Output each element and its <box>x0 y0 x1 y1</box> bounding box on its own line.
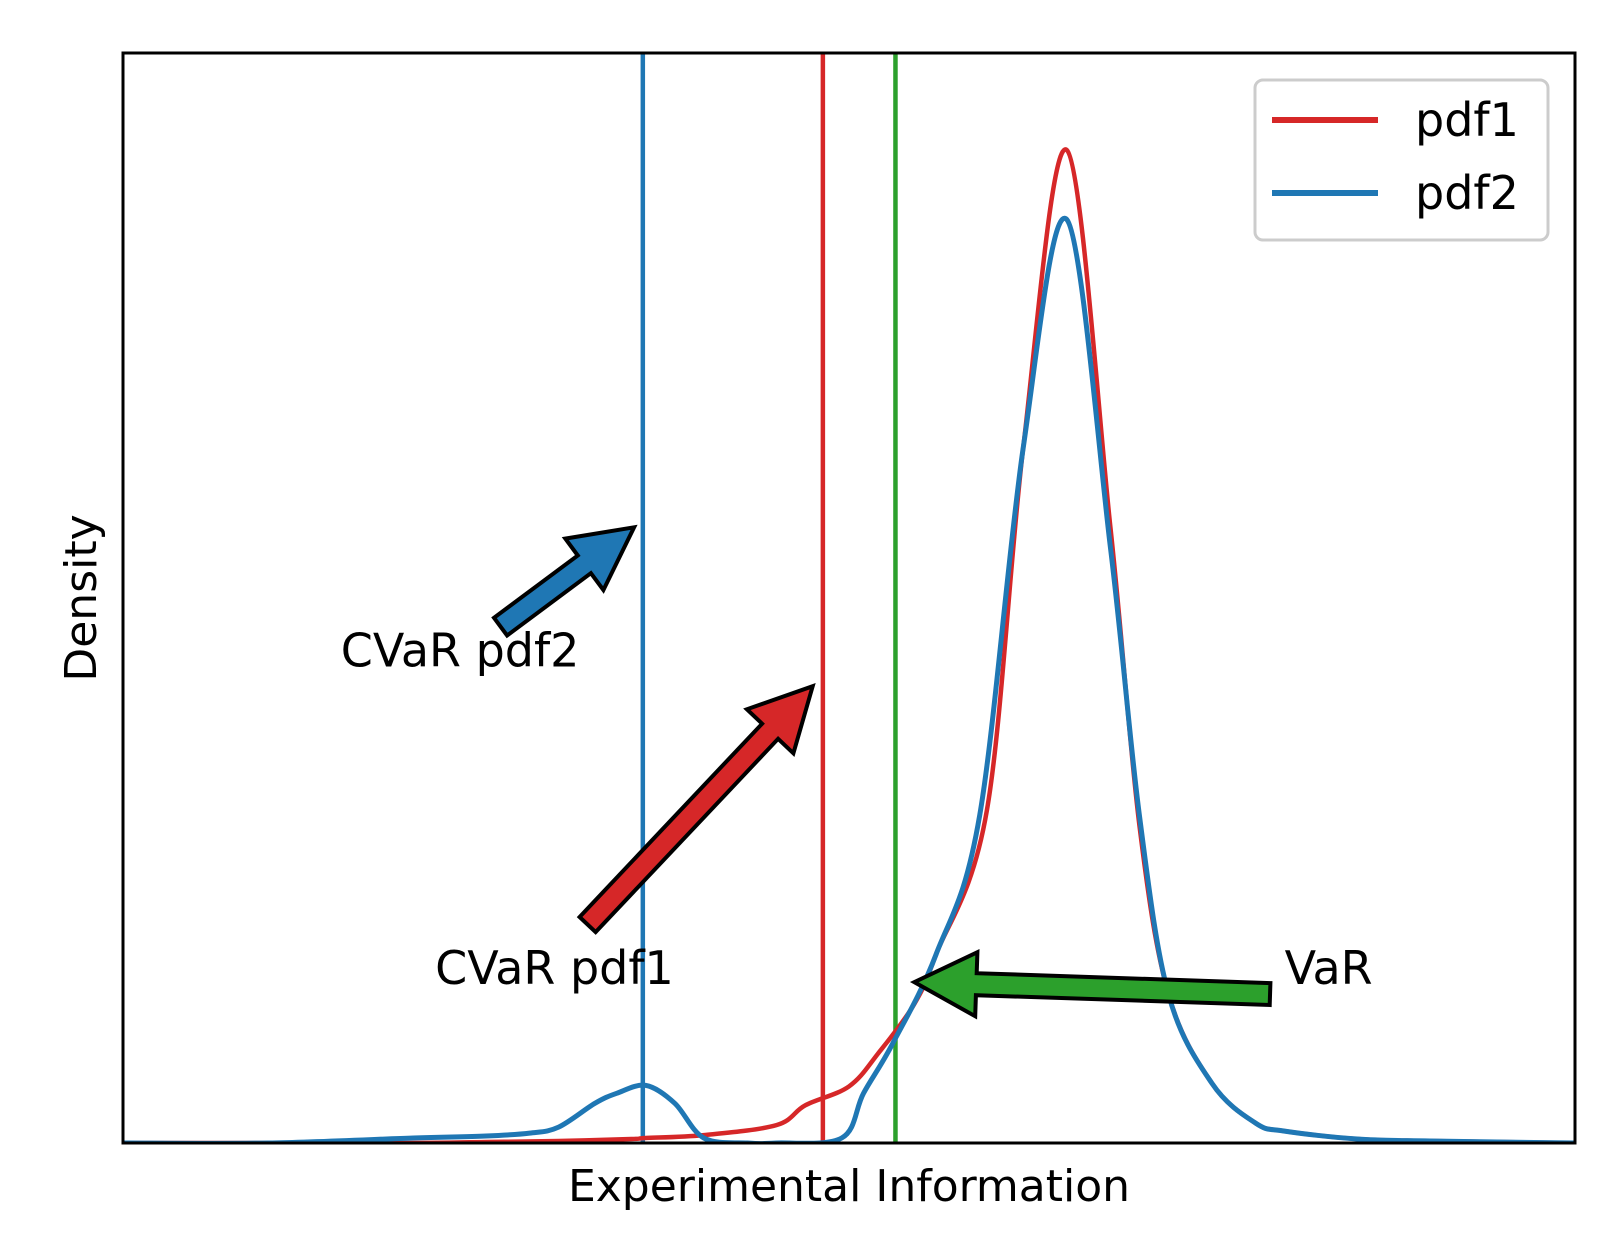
plot-layer <box>123 53 1575 1143</box>
legend-label-pdf2: pdf2 <box>1415 166 1519 220</box>
series-pdf2-line <box>123 215 1575 1143</box>
axes-frame <box>121 51 1577 1145</box>
annotation-label-2: VaR <box>1285 941 1373 995</box>
annotation-arrow-2 <box>909 948 1273 1020</box>
annotation-arrow-1 <box>576 683 816 935</box>
legend-label-pdf1: pdf1 <box>1415 93 1519 147</box>
x-axis-label: Experimental Information <box>568 1161 1130 1212</box>
legend: pdf1 pdf2 <box>1253 78 1550 242</box>
annotation-label-1: CVaR pdf1 <box>435 941 674 995</box>
annotation-arrow-0 <box>491 524 638 639</box>
annotation-label-0: CVaR pdf2 <box>341 623 580 677</box>
y-axis-label: Density <box>56 514 107 681</box>
